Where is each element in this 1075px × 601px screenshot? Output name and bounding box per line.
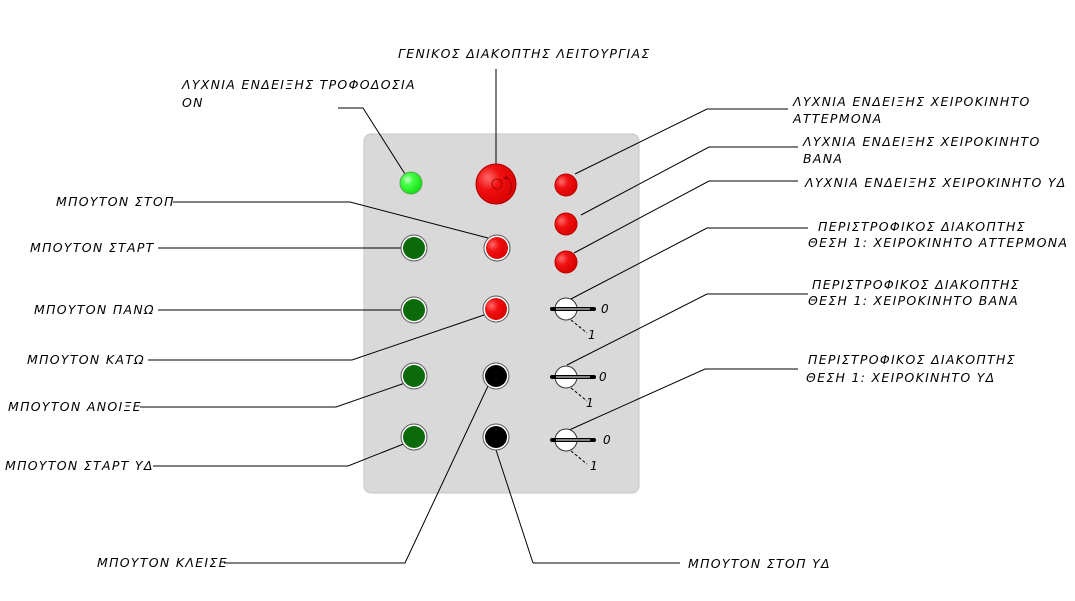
main-switch-knob bbox=[475, 163, 517, 205]
rotary-switch-attermona bbox=[550, 297, 596, 334]
label-stop-yd: ΜΠΟΥΤΟΝ ΣΤΟΠ ΥΔ bbox=[688, 556, 831, 571]
label-rot-yd-line2: ΘΕΣΗ 1: ΧΕΙΡΟΚΙΝΗΤΟ ΥΔ bbox=[806, 370, 996, 385]
start-yd-button bbox=[400, 423, 428, 451]
rotary-attermona-pos-1: 1 bbox=[588, 328, 596, 342]
close-button bbox=[482, 362, 510, 390]
leader-rot-yd bbox=[566, 368, 798, 432]
label-power-lamp-line2: ΟΝ bbox=[182, 95, 204, 110]
label-up: ΜΠΟΥΤΟΝ ΠΑΝΩ bbox=[34, 302, 155, 317]
power-indicator-lamp bbox=[399, 171, 423, 195]
label-lamp-attermona-line2: ΑΤΤΕΡΜΟΝΑ bbox=[792, 111, 882, 126]
leader-down bbox=[148, 314, 485, 361]
lamp-yd bbox=[554, 250, 578, 274]
leader-lamp-yd bbox=[573, 180, 798, 254]
leader-lines bbox=[140, 69, 808, 564]
leader-open bbox=[140, 382, 406, 408]
start-button bbox=[400, 234, 428, 262]
open-button bbox=[400, 362, 428, 390]
leader-rot-vana bbox=[566, 293, 808, 366]
leader-lamp-vana bbox=[580, 146, 798, 216]
rotary-yd-pos-0: 0 bbox=[603, 433, 611, 447]
label-start: ΜΠΟΥΤΟΝ ΣΤΑΡΤ bbox=[30, 240, 155, 255]
leader-lamp-attermona bbox=[574, 108, 788, 175]
label-lamp-yd: ΛΥΧΝΙΑ ΕΝΔΕΙΞΗΣ ΧΕΙΡΟΚΙΝΗΤΟ ΥΔ bbox=[804, 175, 1067, 190]
label-rot-vana-line2: ΘΕΣΗ 1: ΧΕΙΡΟΚΙΝΗΤΟ ΒΑΝΑ bbox=[808, 293, 1019, 308]
label-rot-vana-line1: ΠΕΡΙΣΤΡΟΦΙΚΟΣ ΔΙΑΚΟΠΤΗΣ bbox=[812, 277, 1020, 292]
leader-rot-attermona bbox=[568, 227, 808, 301]
rotary-attermona-pos-0: 0 bbox=[601, 302, 609, 316]
lamp-vana bbox=[554, 212, 578, 236]
leader-close bbox=[224, 385, 489, 564]
stop-button bbox=[483, 234, 511, 262]
down-button bbox=[482, 295, 510, 323]
leader-stop bbox=[173, 201, 489, 239]
leader-power-lamp bbox=[338, 107, 406, 175]
label-rot-attermona-line2: ΘΕΣΗ 1: ΧΕΙΡΟΚΙΝΗΤΟ ΑΤΤΕΡΜΟΝΑ bbox=[808, 235, 1068, 250]
label-power-lamp-line1: ΛΥΧΝΙΑ ΕΝΔΕΙΞΗΣ ΤΡΟΦΟΔΟΣΙΑ bbox=[181, 77, 416, 92]
label-open: ΜΠΟΥΤΟΝ ΑΝΟΙΞΕ bbox=[8, 399, 142, 414]
label-lamp-vana-line2: ΒΑΝΑ bbox=[803, 151, 843, 166]
label-start-yd: ΜΠΟΥΤΟΝ ΣΤΑΡΤ ΥΔ bbox=[5, 458, 154, 473]
label-close: ΜΠΟΥΤΟΝ ΚΛΕΙΣΕ bbox=[97, 555, 228, 570]
label-lamp-vana-line1: ΛΥΧΝΙΑ ΕΝΔΕΙΞΗΣ ΧΕΙΡΟΚΙΝΗΤΟ bbox=[802, 134, 1041, 149]
rotary-vana-pos-0: 0 bbox=[599, 370, 607, 384]
label-lamp-attermona-line1: ΛΥΧΝΙΑ ΕΝΔΕΙΞΗΣ ΧΕΙΡΟΚΙΝΗΤΟ bbox=[792, 94, 1031, 109]
lamp-attermona bbox=[554, 173, 578, 197]
label-stop: ΜΠΟΥΤΟΝ ΣΤΟΠ bbox=[56, 194, 175, 209]
label-rot-attermona-line1: ΠΕΡΙΣΤΡΟΦΙΚΟΣ ΔΙΑΚΟΠΤΗΣ bbox=[818, 219, 1026, 234]
leader-stop-yd bbox=[495, 449, 534, 564]
rotary-yd-pos-1: 1 bbox=[590, 459, 598, 473]
up-button bbox=[400, 296, 428, 324]
stop-yd-button bbox=[482, 423, 510, 451]
rotary-vana-pos-1: 1 bbox=[586, 396, 594, 410]
label-main-switch: ΓΕΝΙΚΟΣ ΔΙΑΚΟΠΤΗΣ ΛΕΙΤΟΥΡΓΙΑΣ bbox=[398, 46, 651, 61]
label-down: ΜΠΟΥΤΟΝ ΚΑΤΩ bbox=[27, 352, 145, 367]
rotary-switch-vana bbox=[550, 365, 596, 402]
label-rot-yd-line1: ΠΕΡΙΣΤΡΟΦΙΚΟΣ ΔΙΑΚΟΠΤΗΣ bbox=[808, 352, 1016, 367]
rotary-switch-yd bbox=[550, 428, 596, 465]
leader-start-yd bbox=[153, 442, 407, 467]
